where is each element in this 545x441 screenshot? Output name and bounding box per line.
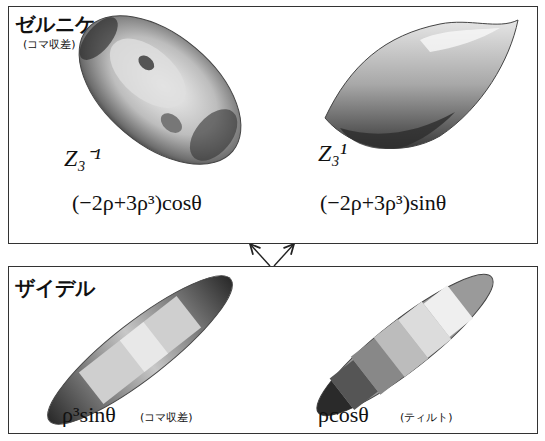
- note: (ティルト): [400, 410, 453, 425]
- formula: (−2ρ+3ρ³)sinθ: [320, 190, 446, 216]
- note: (コマ収差): [140, 410, 193, 425]
- arrow: [250, 244, 270, 266]
- zernike-coma-surface: [325, 20, 518, 149]
- box-heading: ザイデル: [15, 275, 95, 302]
- formula: (−2ρ+3ρ³)cosθ: [72, 190, 202, 216]
- box-note: (コマ収差): [23, 37, 76, 52]
- zernike-index: Z₃⁻¹: [64, 140, 101, 173]
- formula: ρ³sinθ: [62, 402, 116, 428]
- formula: ρcosθ: [318, 402, 369, 428]
- arrow: [274, 244, 294, 266]
- seidel-tilt-surface: [303, 258, 507, 433]
- box-heading: ゼルニケ: [15, 11, 95, 38]
- zernike-index: Z₃¹: [318, 140, 347, 167]
